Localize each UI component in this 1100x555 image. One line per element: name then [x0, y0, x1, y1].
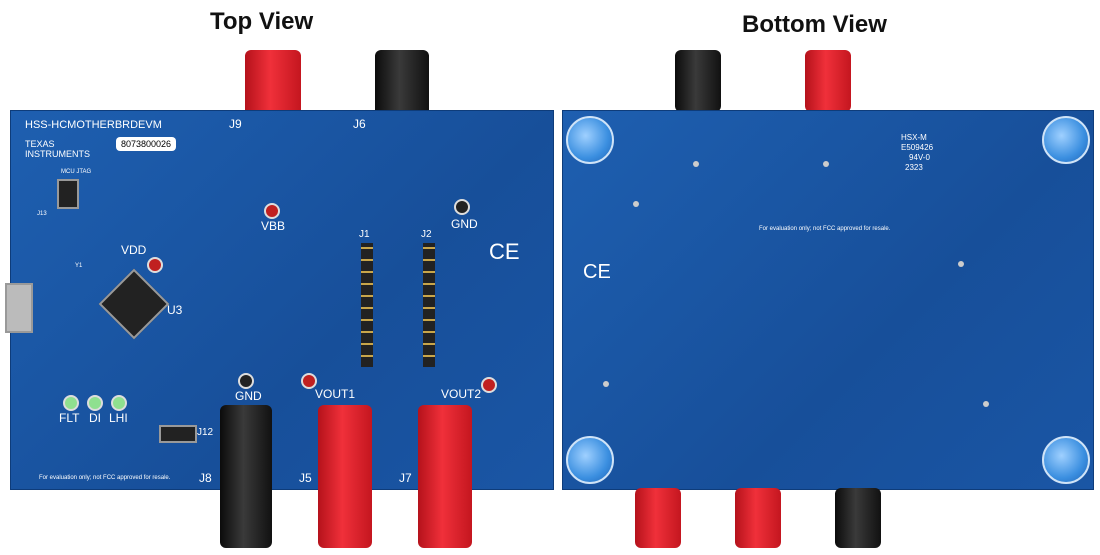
gnd-label-bottom: GND: [235, 389, 262, 403]
test-point-gnd: [454, 199, 470, 215]
rubber-foot-top-left: [566, 116, 614, 164]
test-point-vdd: [147, 257, 163, 273]
via: [958, 261, 964, 267]
marking-line-3: 94V-0: [909, 153, 930, 162]
connector-bottom-red-1: [635, 488, 681, 548]
via: [823, 161, 829, 167]
j2-label: J2: [421, 229, 432, 240]
j8-label: J8: [199, 471, 212, 485]
test-point-vbb: [264, 203, 280, 219]
connector-top-black: [675, 50, 721, 112]
vdd-label: VDD: [121, 243, 147, 257]
via: [633, 201, 639, 207]
header-j1: [361, 243, 373, 367]
marking-line-1: HSX-M: [901, 133, 927, 142]
flt-label: FLT: [59, 411, 80, 425]
disclaimer-bottom: For evaluation only; not FCC approved fo…: [759, 226, 891, 232]
jtag-label: MCU JTAG: [61, 169, 92, 175]
test-point-vout2: [481, 377, 497, 393]
u3-label: U3: [167, 303, 183, 317]
jtag-header: [57, 179, 79, 209]
disclaimer-top: For evaluation only; not FCC approved fo…: [39, 475, 171, 481]
mcu-chip-u3: [98, 268, 170, 340]
led-lhi: [111, 395, 127, 411]
j13-label: J13: [37, 211, 47, 217]
rubber-foot-bottom-right: [1042, 436, 1090, 484]
j7-label: J7: [399, 471, 412, 485]
led-flt: [63, 395, 79, 411]
connector-bottom-red-2: [735, 488, 781, 548]
header-j2: [423, 243, 435, 367]
serial-number: 8073800026: [121, 139, 172, 149]
di-label: DI: [89, 411, 101, 425]
bottom-board: HSX-M E509426 94V-0 2323 For evaluation …: [562, 110, 1094, 490]
connector-top-red: [805, 50, 851, 112]
connector-j8: [220, 405, 272, 548]
connector-j5: [318, 405, 372, 548]
y1-label: Y1: [75, 263, 83, 269]
vout1-label: VOUT1: [315, 387, 356, 401]
top-board: HSS-HCMOTHERBRDEVM TEXAS INSTRUMENTS 807…: [5, 110, 554, 490]
rubber-foot-bottom-left: [566, 436, 614, 484]
rubber-foot-top-right: [1042, 116, 1090, 164]
lhi-label: LHI: [109, 411, 128, 425]
bottom-view-title: Bottom View: [742, 11, 887, 38]
connector-bottom-black: [835, 488, 881, 548]
ti-logo: TEXAS INSTRUMENTS: [25, 139, 90, 159]
led-di: [87, 395, 103, 411]
ce-mark-bottom: CE: [583, 261, 611, 283]
board-name: HSS-HCMOTHERBRDEVM: [25, 119, 162, 131]
header-j12: [159, 425, 197, 443]
test-point-gnd-2: [238, 373, 254, 389]
j9-label: J9: [229, 117, 242, 131]
usb-port: [5, 283, 33, 333]
vbb-label: VBB: [261, 219, 286, 233]
j6-label: J6: [353, 117, 366, 131]
via: [603, 381, 609, 387]
j12-label: J12: [197, 427, 214, 438]
connector-j7: [418, 405, 472, 548]
gnd-label-top: GND: [451, 217, 478, 231]
via: [983, 401, 989, 407]
marking-line-2: E509426: [901, 143, 934, 152]
serial-label: 8073800026: [116, 137, 177, 151]
test-point-vout1: [301, 373, 317, 389]
ce-mark: CE: [489, 239, 520, 264]
marking-line-4: 2323: [905, 163, 923, 172]
j1-label: J1: [359, 229, 370, 240]
top-view-title: Top View: [210, 8, 314, 35]
via: [693, 161, 699, 167]
vout2-label: VOUT2: [441, 387, 482, 401]
j5-label: J5: [299, 471, 312, 485]
